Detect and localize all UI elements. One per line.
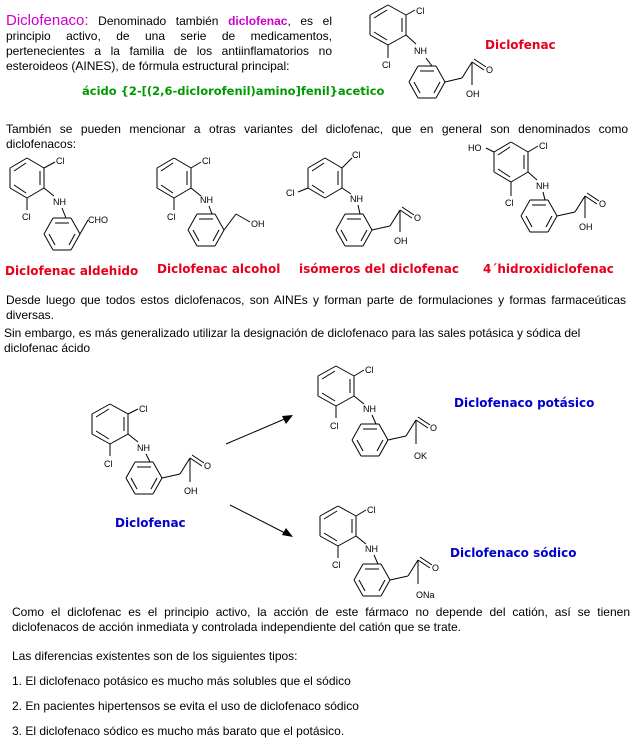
- list-item: 3. El diclofenaco sódico es mucho más ba…: [12, 724, 345, 738]
- list-item: 2. En pacientes hipertensos se evita el …: [12, 699, 359, 713]
- svg-text:Cl: Cl: [139, 404, 148, 414]
- svg-text:O: O: [204, 461, 211, 471]
- variants-intro: También se pueden mencionar a otras vari…: [6, 122, 628, 151]
- svg-text:Cl: Cl: [202, 156, 211, 166]
- label-isomeros-diclofenac: isómeros del diclofenac: [299, 262, 459, 276]
- svg-text:O: O: [414, 213, 421, 223]
- svg-text:Cl: Cl: [352, 150, 361, 160]
- svg-text:Cl: Cl: [539, 141, 548, 151]
- paragraph-aines: Desde luego que todos estos diclofenacos…: [6, 293, 626, 322]
- svg-text:Cl: Cl: [382, 60, 391, 70]
- svg-text:HO: HO: [468, 143, 482, 153]
- svg-text:NH: NH: [137, 443, 150, 453]
- svg-text:Cl: Cl: [286, 188, 295, 198]
- intro-highlight: diclofenac: [228, 14, 288, 28]
- svg-text:Cl: Cl: [416, 6, 425, 16]
- label-diclofenac-alcohol: Diclofenac alcohol: [157, 262, 281, 276]
- svg-text:Cl: Cl: [505, 198, 514, 208]
- svg-text:Cl: Cl: [365, 365, 374, 375]
- differences-intro: Las diferencias existentes son de los si…: [12, 649, 298, 663]
- svg-text:Cl: Cl: [22, 212, 31, 222]
- svg-text:Cl: Cl: [56, 156, 65, 166]
- svg-text:Cl: Cl: [332, 560, 341, 570]
- list-item: 1. El diclofenaco potásico es mucho más …: [12, 674, 351, 688]
- svg-text:ONa: ONa: [416, 590, 435, 600]
- svg-text:OK: OK: [414, 451, 427, 461]
- svg-text:OH: OH: [394, 236, 408, 246]
- svg-text:OH: OH: [579, 222, 593, 232]
- label-diclofenac-aldehido: Diclofenac aldehido: [5, 264, 139, 278]
- label-4-hidroxidiclofenac: 4´hidroxidiclofenac: [483, 262, 614, 276]
- svg-text:OH: OH: [466, 89, 480, 99]
- svg-text:NH: NH: [53, 197, 66, 207]
- main-diclofenac-label: Diclofenac: [485, 38, 556, 52]
- svg-text:Cl: Cl: [167, 212, 176, 222]
- svg-text:O: O: [430, 423, 437, 433]
- svg-text:O: O: [432, 563, 439, 573]
- label-reactant-diclofenac: Diclofenac: [115, 516, 186, 530]
- svg-text:NH: NH: [350, 194, 363, 204]
- intro-title: Diclofenaco:: [6, 12, 89, 29]
- intro-text-after: , es el principio activo, de una serie d…: [6, 14, 332, 73]
- svg-text:Cl: Cl: [330, 421, 339, 431]
- svg-text:Cl: Cl: [367, 505, 376, 515]
- svg-text:NH: NH: [363, 404, 376, 414]
- label-diclofenaco-potasico: Diclofenaco potásico: [454, 396, 595, 410]
- svg-text:OH: OH: [184, 486, 198, 496]
- svg-text:OH: OH: [251, 219, 265, 229]
- svg-text:O: O: [486, 65, 493, 75]
- svg-text:NH: NH: [365, 544, 378, 554]
- intro-text-before: Denominado también: [88, 14, 229, 28]
- svg-text:NH: NH: [414, 46, 427, 56]
- conclusion-paragraph: Como el diclofenac es el principio activ…: [12, 605, 630, 634]
- svg-text:NH: NH: [200, 195, 213, 205]
- svg-text:NH: NH: [536, 181, 549, 191]
- intro-paragraph: Diclofenaco: Denominado también diclofen…: [6, 13, 332, 74]
- svg-text:O: O: [599, 199, 606, 209]
- svg-text:CHO: CHO: [88, 215, 108, 225]
- paragraph-salts: Sin embargo, es más generalizado utiliza…: [4, 326, 581, 355]
- svg-text:Cl: Cl: [104, 459, 113, 469]
- iupac-name: ácido {2-[(2,6-diclorofenil)amino]fenil}…: [82, 84, 385, 98]
- label-diclofenaco-sodico: Diclofenaco sódico: [450, 546, 577, 560]
